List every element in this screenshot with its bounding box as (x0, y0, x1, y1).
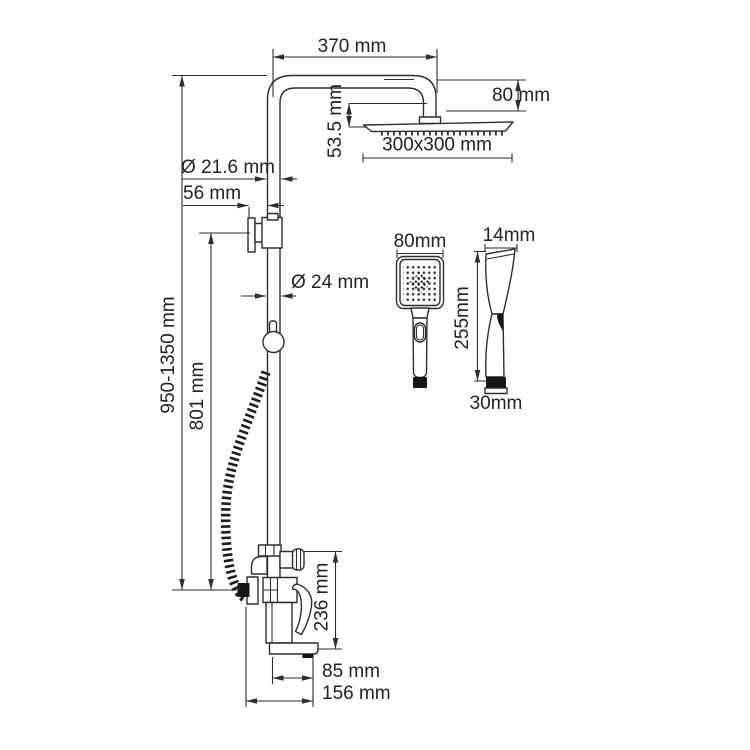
dim-wall-offset: 56 mm (183, 183, 241, 204)
center-spray-cluster (408, 271, 432, 295)
hose-connector (237, 583, 250, 597)
spout (268, 642, 319, 655)
mixer-handle (292, 583, 313, 636)
slider-knob (262, 320, 285, 354)
dim-spout-reach: 85 mm (322, 661, 380, 682)
mixer-valve (237, 544, 319, 658)
dim-pipe-diameter: Ø 21.6 mm (181, 157, 275, 178)
hand-shower-side-view (484, 248, 516, 395)
dim-head-size: 300x300 mm (382, 135, 492, 156)
riser-pipe-and-arm (266, 74, 437, 577)
slider-ball (262, 330, 285, 354)
hand-shower-front-view (395, 255, 445, 388)
dim-head-offset: 53.5 mm (325, 84, 346, 158)
head-plate (362, 121, 514, 133)
mode-button (413, 322, 427, 343)
dim-arm-length: 370 mm (318, 36, 387, 57)
dim-handshower-handle-width: 30mm (470, 393, 523, 414)
shower-column-drawing (220, 74, 516, 658)
dimension-annotations: 370 mm 80 mm 53.5 mm 300x300 mm Ø 21.6 m… (158, 36, 550, 707)
aerator (302, 654, 314, 658)
dim-rail-length: 801 mm (187, 362, 208, 431)
wall-bracket (247, 212, 283, 253)
shower-hose (220, 370, 271, 604)
dim-rail-diameter: Ø 24 mm (291, 272, 369, 293)
dim-spout-total-reach: 156 mm (322, 683, 391, 704)
dim-total-height: 950-1350 mm (158, 296, 179, 413)
dim-head-drop: 80 mm (492, 85, 550, 106)
dim-mixer-height: 236 mm (312, 563, 333, 632)
head-connector (418, 116, 442, 125)
dim-handshower-depth: 14mm (483, 225, 536, 246)
dim-handshower-width: 80mm (394, 231, 447, 252)
dim-handshower-length: 255mm (452, 286, 473, 349)
rain-shower-head (362, 108, 514, 136)
